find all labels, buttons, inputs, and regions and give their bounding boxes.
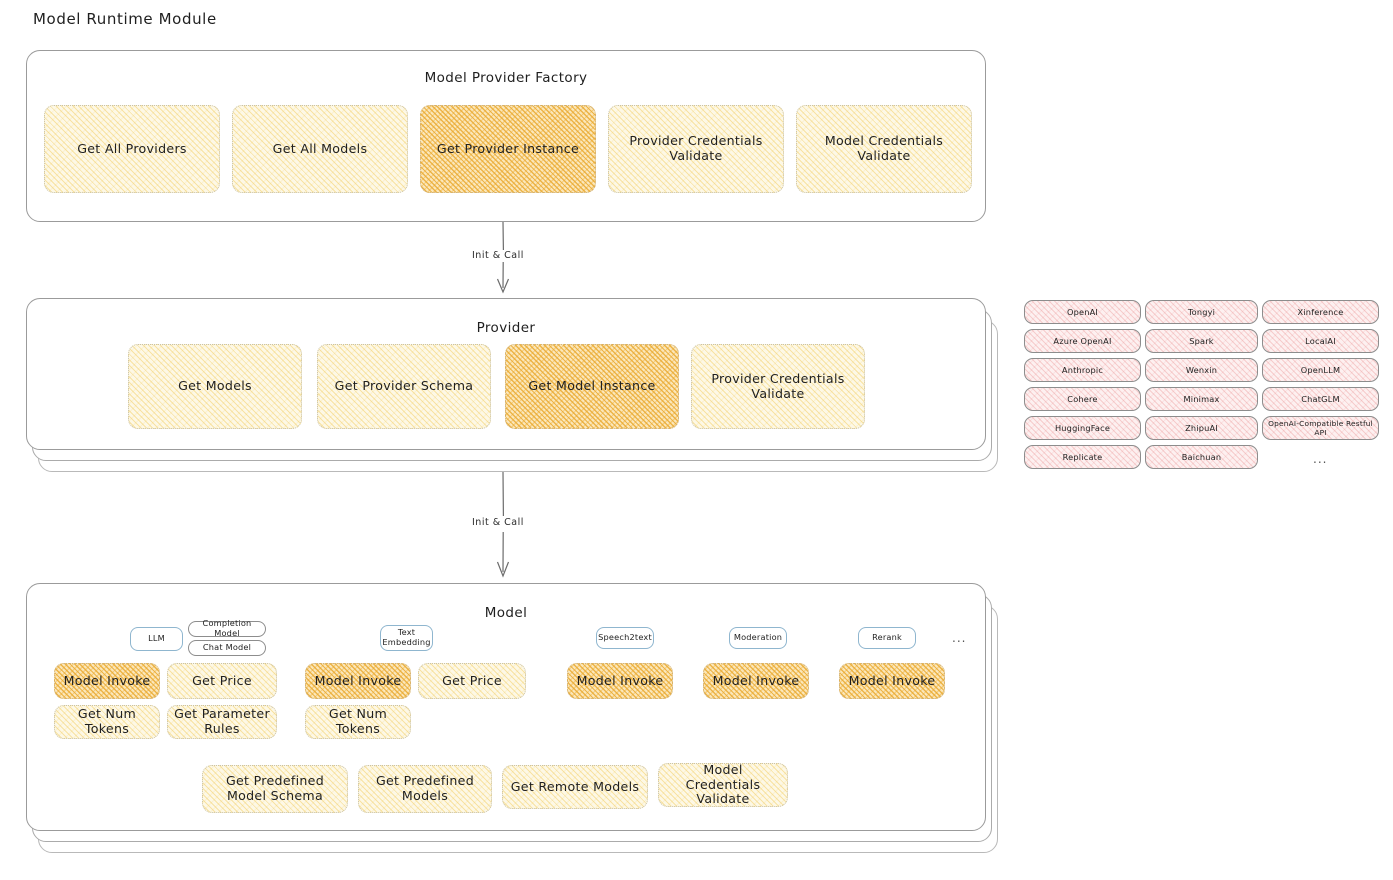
speech2text-op-model-invoke[interactable]: Model Invoke — [567, 663, 673, 699]
model-common-op-model-credentials-validate[interactable]: Model Credentials Validate — [658, 762, 788, 807]
section-title-model: Model — [484, 605, 528, 621]
provider-chip-openai-compatible-restful-api[interactable]: OpenAI-Compatible Restful API — [1262, 416, 1379, 440]
model-common-op-get-remote-models[interactable]: Get Remote Models — [502, 765, 648, 809]
moderation-op-model-invoke[interactable]: Model Invoke — [703, 663, 809, 699]
provider-chip-azure-openai[interactable]: Azure OpenAI — [1024, 329, 1141, 353]
factory-box-get-provider-instance[interactable]: Get Provider Instance — [420, 105, 596, 193]
model-subtype-tag-chat-model[interactable]: Chat Model — [188, 640, 266, 656]
provider-chip-wenxin[interactable]: Wenxin — [1145, 358, 1258, 382]
model-types-more: ... — [952, 631, 967, 645]
model-type-tag-rerank[interactable]: Rerank — [858, 627, 916, 649]
panel-provider: Provider Get Models Get Provider Schema … — [26, 298, 998, 472]
panel-body: Model Provider Factory Get All Providers… — [26, 50, 986, 222]
provider-chip-openllm[interactable]: OpenLLM — [1262, 358, 1379, 382]
panel-body: Model LLM Completion Model Chat Model Mo… — [26, 583, 986, 831]
provider-chip-zhipuai[interactable]: ZhipuAI — [1145, 416, 1258, 440]
provider-chip-baichuan[interactable]: Baichuan — [1145, 445, 1258, 469]
provider-box-get-model-instance[interactable]: Get Model Instance — [505, 344, 679, 429]
connector-provider-to-model: Init & Call — [468, 471, 540, 584]
provider-chip-localai[interactable]: LocalAI — [1262, 329, 1379, 353]
model-type-tag-llm[interactable]: LLM — [130, 627, 183, 651]
provider-chip-huggingface[interactable]: HuggingFace — [1024, 416, 1141, 440]
provider-chip-chatglm[interactable]: ChatGLM — [1262, 387, 1379, 411]
provider-list: OpenAI Azure OpenAI Anthropic Cohere Hug… — [1024, 300, 1384, 475]
provider-chip-xinference[interactable]: Xinference — [1262, 300, 1379, 324]
provider-list-more: ... — [1313, 452, 1328, 466]
provider-box-provider-credentials-validate[interactable]: Provider Credentials Validate — [691, 344, 865, 429]
provider-chip-replicate[interactable]: Replicate — [1024, 445, 1141, 469]
provider-chip-tongyi[interactable]: Tongyi — [1145, 300, 1258, 324]
provider-chip-openai[interactable]: OpenAI — [1024, 300, 1141, 324]
llm-op-get-price[interactable]: Get Price — [167, 663, 277, 699]
model-common-op-get-predefined-models[interactable]: Get Predefined Models — [358, 765, 492, 813]
model-type-tag-moderation[interactable]: Moderation — [729, 627, 787, 649]
arrow-svg — [496, 471, 510, 578]
page-title: Model Runtime Module — [33, 10, 217, 28]
llm-op-get-num-tokens[interactable]: Get Num Tokens — [54, 705, 160, 739]
provider-chip-cohere[interactable]: Cohere — [1024, 387, 1141, 411]
provider-chip-anthropic[interactable]: Anthropic — [1024, 358, 1141, 382]
model-subtype-tag-completion-model[interactable]: Completion Model — [188, 618, 266, 638]
connector-label-init-call-2: Init & Call — [468, 517, 528, 528]
text-embedding-op-get-price[interactable]: Get Price — [418, 663, 526, 699]
panel-model-provider-factory: Model Provider Factory Get All Providers… — [26, 50, 986, 222]
llm-op-model-invoke[interactable]: Model Invoke — [54, 663, 160, 699]
panel-body: Provider Get Models Get Provider Schema … — [26, 298, 986, 450]
model-common-op-get-predefined-model-schema[interactable]: Get Predefined Model Schema — [202, 765, 348, 813]
factory-box-provider-credentials-validate[interactable]: Provider Credentials Validate — [608, 105, 784, 193]
llm-op-get-parameter-rules[interactable]: Get Parameter Rules — [167, 705, 277, 739]
panel-model: Model LLM Completion Model Chat Model Mo… — [26, 583, 998, 853]
factory-box-model-credentials-validate[interactable]: Model Credentials Validate — [796, 105, 972, 193]
provider-box-get-provider-schema[interactable]: Get Provider Schema — [317, 344, 491, 429]
connector-factory-to-provider: Init & Call — [468, 221, 540, 300]
connector-label-init-call-1: Init & Call — [468, 250, 528, 261]
arrow-svg — [496, 221, 510, 294]
factory-box-get-all-providers[interactable]: Get All Providers — [44, 105, 220, 193]
text-embedding-op-model-invoke[interactable]: Model Invoke — [305, 663, 411, 699]
provider-box-get-models[interactable]: Get Models — [128, 344, 302, 429]
panel-layer-front — [26, 583, 986, 831]
provider-chip-minimax[interactable]: Minimax — [1145, 387, 1258, 411]
factory-box-get-all-models[interactable]: Get All Models — [232, 105, 408, 193]
model-type-tag-speech2text[interactable]: Speech2text — [596, 627, 654, 649]
rerank-op-model-invoke[interactable]: Model Invoke — [839, 663, 945, 699]
provider-chip-spark[interactable]: Spark — [1145, 329, 1258, 353]
text-embedding-op-get-num-tokens[interactable]: Get Num Tokens — [305, 705, 411, 739]
section-title-factory: Model Provider Factory — [424, 70, 588, 86]
model-type-tag-text-embedding[interactable]: Text Embedding — [380, 625, 433, 651]
section-title-provider: Provider — [476, 320, 536, 336]
